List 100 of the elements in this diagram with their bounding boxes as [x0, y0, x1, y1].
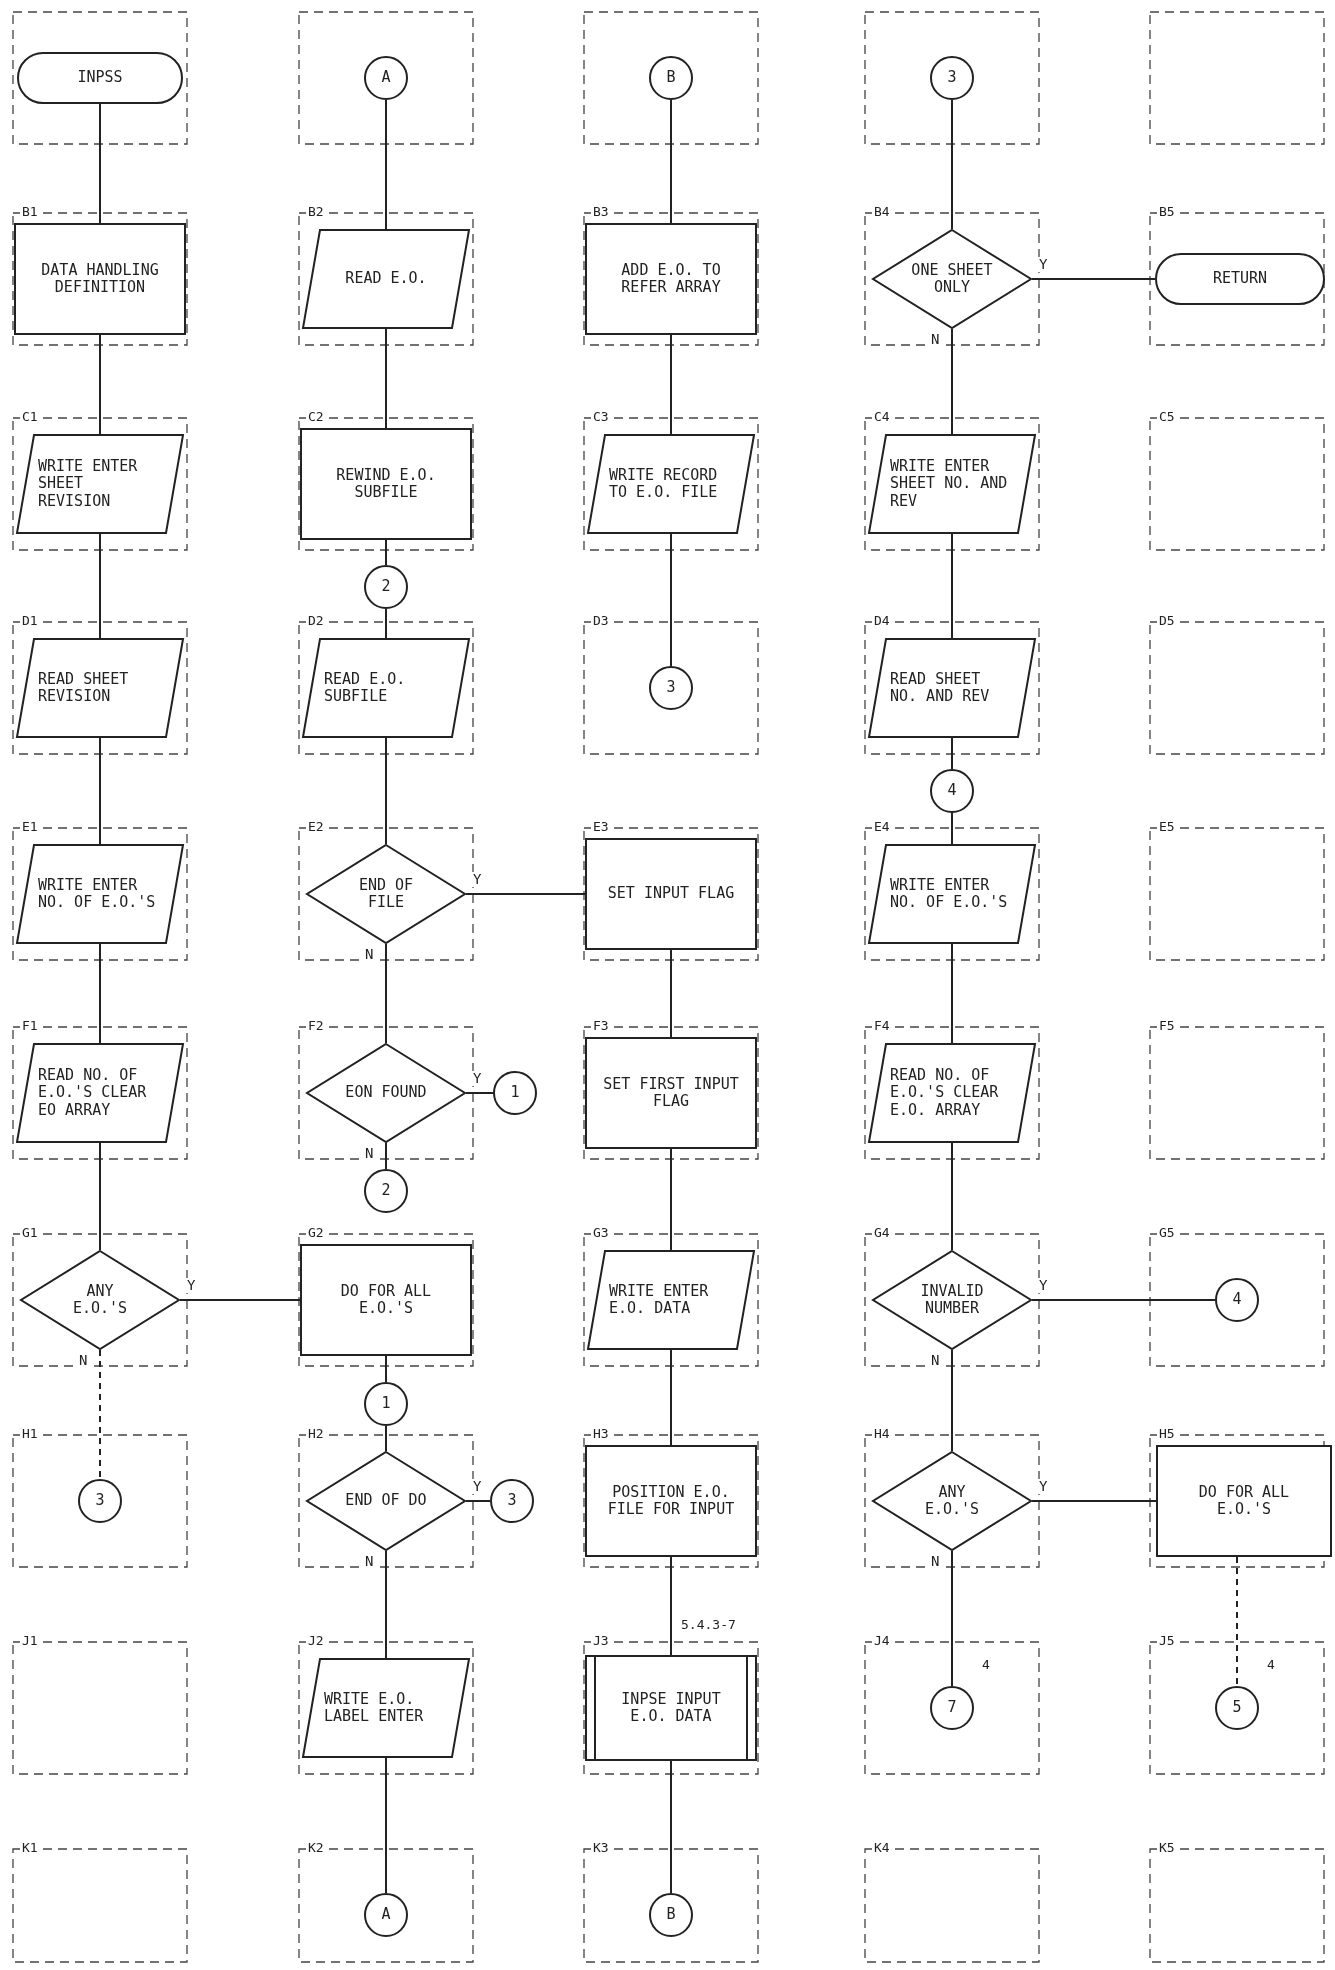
- connector-line: [99, 103, 101, 224]
- connector-line: [465, 893, 586, 895]
- node-text: RETURN: [1212, 270, 1268, 288]
- decision-diamond: [872, 229, 1032, 329]
- connector-line: [385, 1355, 387, 1383]
- node-text: INPSE INPUT E.O. DATA: [620, 1690, 722, 1726]
- node-text: A: [381, 69, 391, 87]
- connector-circle: [364, 1893, 408, 1937]
- decision-diamond: [306, 1451, 466, 1551]
- node-text: POSITION E.O. FILE FOR INPUT: [606, 1483, 736, 1519]
- connector-line: [385, 1142, 387, 1170]
- connector-line: [951, 1349, 953, 1452]
- edge-label: Y: [1038, 1278, 1049, 1294]
- node-text: ANY E.O.'S: [923, 1483, 981, 1519]
- node-text: END OF DO: [345, 1492, 427, 1510]
- input-output-parallelogram: [302, 1658, 470, 1758]
- edge-label: Y: [472, 872, 483, 888]
- connector-line: [465, 1092, 494, 1094]
- node-text: DO FOR ALL E.O.'S: [339, 1282, 433, 1318]
- edge-label: Y: [472, 1479, 483, 1495]
- node-text: 7: [947, 1699, 957, 1717]
- edge-label: Y: [1038, 1479, 1049, 1495]
- connector-line: [99, 737, 101, 845]
- node-text: 2: [381, 1182, 391, 1200]
- input-output-parallelogram: [302, 638, 470, 738]
- edge-label: N: [364, 1554, 375, 1570]
- connector-circle: [649, 56, 693, 100]
- process-box: [585, 838, 757, 950]
- connector-line: [670, 1349, 672, 1446]
- connector-line: [951, 1550, 953, 1687]
- connector-line: [385, 1425, 387, 1452]
- connector-line: [670, 99, 672, 224]
- process-box: [1156, 1445, 1332, 1557]
- connector-line: [951, 737, 953, 770]
- node-text: SET FIRST INPUT FLAG: [602, 1075, 740, 1111]
- node-text: DO FOR ALL E.O.'S: [1197, 1483, 1291, 1519]
- node-text: READ NO. OF E.O.'S CLEAR EO ARRAY: [38, 1067, 148, 1119]
- input-output-parallelogram: [16, 434, 184, 534]
- node-text: 3: [947, 69, 957, 87]
- edge-label: N: [930, 1554, 941, 1570]
- input-output-parallelogram: [868, 844, 1036, 944]
- node-text: READ SHEET NO. AND REV: [890, 670, 991, 706]
- connector-line: [1031, 1299, 1216, 1301]
- connector-circle: [930, 56, 974, 100]
- node-text: 1: [510, 1084, 520, 1102]
- connector-line: [951, 812, 953, 845]
- input-output-parallelogram: [16, 844, 184, 944]
- connector-line: [99, 533, 101, 639]
- edge-label: N: [364, 1146, 375, 1162]
- edge-label: Y: [1038, 257, 1049, 273]
- connector-circle: [930, 1686, 974, 1730]
- node-text: 4: [947, 782, 957, 800]
- decision-diamond: [306, 844, 466, 944]
- connector-circle: [1215, 1686, 1259, 1730]
- connector-line: [385, 539, 387, 566]
- connector-line: [951, 99, 953, 230]
- connector-line: [951, 328, 953, 435]
- connector-circle: [364, 1382, 408, 1426]
- node-text: WRITE ENTER NO. OF E.O.'S: [38, 876, 157, 912]
- input-output-parallelogram: [587, 434, 755, 534]
- connector-line: [1031, 278, 1156, 280]
- connector-line: [385, 328, 387, 429]
- node-text: REWIND E.O. SUBFILE: [335, 466, 437, 502]
- node-text: WRITE ENTER E.O. DATA: [609, 1282, 710, 1318]
- input-output-parallelogram: [868, 1043, 1036, 1143]
- connector-line: [385, 1757, 387, 1894]
- node-text: EON FOUND: [345, 1084, 427, 1102]
- connector-line: [670, 334, 672, 435]
- connector-circle: [364, 1169, 408, 1213]
- decision-diamond: [306, 1043, 466, 1143]
- node-text: 5: [1232, 1699, 1242, 1717]
- process-box: [585, 223, 757, 335]
- node-text: WRITE E.O. LABEL ENTER: [324, 1690, 425, 1726]
- edge-label: Y: [472, 1071, 483, 1087]
- node-text: READ E.O. SUBFILE: [324, 670, 407, 706]
- node-text: ADD E.O. TO REFER ARRAY: [620, 261, 722, 297]
- node-text: SET INPUT FLAG: [607, 885, 735, 903]
- node-text: WRITE ENTER NO. OF E.O.'S: [890, 876, 1009, 912]
- node-text: B: [666, 1906, 676, 1924]
- node-text: WRITE ENTER SHEET NO. AND REV: [890, 458, 1009, 510]
- input-output-parallelogram: [868, 638, 1036, 738]
- connector-circle: [493, 1071, 537, 1115]
- node-text: 2: [381, 578, 391, 596]
- edge-label: N: [930, 1353, 941, 1369]
- connector-line: [179, 1299, 301, 1301]
- connector-line: [1031, 1500, 1157, 1502]
- node-text: 1: [381, 1395, 391, 1413]
- node-text: WRITE RECORD TO E.O. FILE: [609, 466, 719, 502]
- connector-line: [670, 1760, 672, 1894]
- node-text: ANY E.O.'S: [71, 1282, 129, 1318]
- connector-line: [99, 334, 101, 435]
- node-text: WRITE ENTER SHEET REVISION: [38, 458, 139, 510]
- input-output-parallelogram: [16, 638, 184, 738]
- connector-circle: [930, 769, 974, 813]
- connector-line: [1236, 1556, 1238, 1687]
- node-text: 3: [666, 679, 676, 697]
- node-text: INPSS: [77, 69, 123, 87]
- process-box: [14, 223, 186, 335]
- connector-line: [385, 99, 387, 230]
- input-output-parallelogram: [16, 1043, 184, 1143]
